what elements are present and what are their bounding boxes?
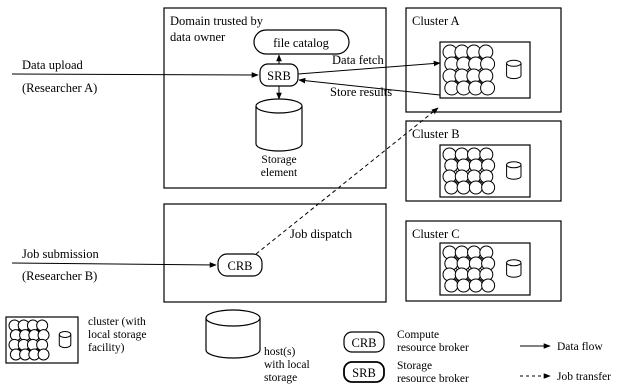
cluster-node xyxy=(37,348,50,361)
legend-host-line3: storage xyxy=(264,372,297,384)
legend-job-transfer-label: Job transfer xyxy=(557,371,611,383)
legend-host-cylinder xyxy=(205,309,261,359)
cluster-b-box: Cluster B xyxy=(405,120,562,202)
storage-element-line1: Storage xyxy=(261,154,296,166)
legend-crb-line2: resource broker xyxy=(397,342,469,354)
cluster-storage-icon xyxy=(506,262,522,278)
cluster-c-title: Cluster C xyxy=(412,227,460,241)
cluster-node xyxy=(481,278,496,293)
legend-srb-line2: resource broker xyxy=(397,373,469,385)
cluster-node xyxy=(468,180,483,195)
job-dispatch-label: Job dispatch xyxy=(290,227,353,241)
legend-srb-badge: SRB xyxy=(343,361,385,383)
cluster-storage-icon xyxy=(506,63,522,80)
cluster-node xyxy=(444,278,459,293)
job-submission-arrow xyxy=(11,262,217,268)
researcher-a-label: (Researcher A) xyxy=(22,81,97,95)
storage-element-line2: element xyxy=(261,167,298,179)
trusted-domain-box: Domain trusted by data owner xyxy=(163,7,387,189)
cluster-storage-top xyxy=(506,59,522,67)
legend-host-line1: host(s) xyxy=(264,346,295,358)
cluster-c-box: Cluster C xyxy=(405,220,562,302)
cluster-b-graphic xyxy=(439,144,531,198)
file-catalog-label: file catalog xyxy=(273,36,330,50)
srb-node: SRB xyxy=(259,63,299,87)
legend-cluster-line2: local storage xyxy=(88,329,146,341)
cluster-storage-icon xyxy=(58,334,72,349)
cluster-storage-icon xyxy=(506,164,522,180)
job-dispatch-arrow xyxy=(255,107,439,255)
legend-data-flow-label: Data flow xyxy=(557,341,603,353)
srb-label: SRB xyxy=(267,69,291,83)
cluster-a-title: Cluster A xyxy=(412,14,460,28)
cluster-node xyxy=(456,180,471,195)
data-fetch-arrow xyxy=(297,60,441,75)
domain-title-line1: Domain trusted by xyxy=(170,14,264,28)
job-submission-label: Job submission xyxy=(22,247,100,261)
crb-node: CRB xyxy=(217,253,263,277)
cluster-a-graphic xyxy=(439,41,531,99)
legend-crb-badge-label: CRB xyxy=(351,336,376,350)
legend-srb-line1: Storage xyxy=(397,360,432,372)
data-fetch-label: Data fetch xyxy=(332,53,384,67)
cluster-storage-top xyxy=(506,161,522,169)
cluster-node xyxy=(481,180,496,195)
file-catalog-box: file catalog xyxy=(253,29,350,55)
cluster-storage-top xyxy=(58,330,72,338)
legend-host-line2: with local xyxy=(264,359,310,371)
crb-domain-box xyxy=(163,203,387,303)
legend-cluster-line3: facility) xyxy=(88,342,125,354)
cluster-a-box: Cluster A xyxy=(405,7,562,113)
legend-crb-badge: CRB xyxy=(343,331,385,353)
data-upload-label: Data upload xyxy=(22,58,83,72)
store-results-arrow xyxy=(298,77,441,96)
legend-crb-line1: Compute xyxy=(397,329,439,341)
cluster-b-title: Cluster B xyxy=(412,127,460,141)
cluster-storage-top xyxy=(506,259,522,267)
cluster-node xyxy=(456,278,471,293)
cluster-c-graphic xyxy=(439,242,531,296)
domain-title-line2: data owner xyxy=(170,30,226,44)
legend-cluster-line1: cluster (with xyxy=(88,316,146,328)
researcher-b-label: (Researcher B) xyxy=(22,269,97,283)
store-results-label: Store results xyxy=(330,85,392,99)
cluster-node xyxy=(480,80,496,96)
legend-srb-badge-label: SRB xyxy=(352,366,376,380)
cluster-node xyxy=(444,180,459,195)
data-upload-arrow xyxy=(11,72,259,78)
legend-cluster-icon xyxy=(5,316,79,364)
cluster-node xyxy=(468,278,483,293)
storage-element-cylinder: Storage element xyxy=(255,98,303,179)
crb-label: CRB xyxy=(227,259,252,273)
